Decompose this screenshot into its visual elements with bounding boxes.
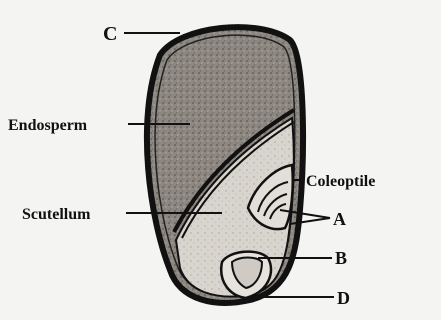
label-b: B <box>335 248 347 268</box>
label-coleoptile: Coleoptile <box>306 173 375 190</box>
label-scutellum: Scutellum <box>22 206 91 223</box>
label-endosperm: Endosperm <box>8 117 88 134</box>
label-c: C <box>103 23 117 45</box>
label-a: A <box>333 209 346 229</box>
label-d: D <box>337 288 350 308</box>
